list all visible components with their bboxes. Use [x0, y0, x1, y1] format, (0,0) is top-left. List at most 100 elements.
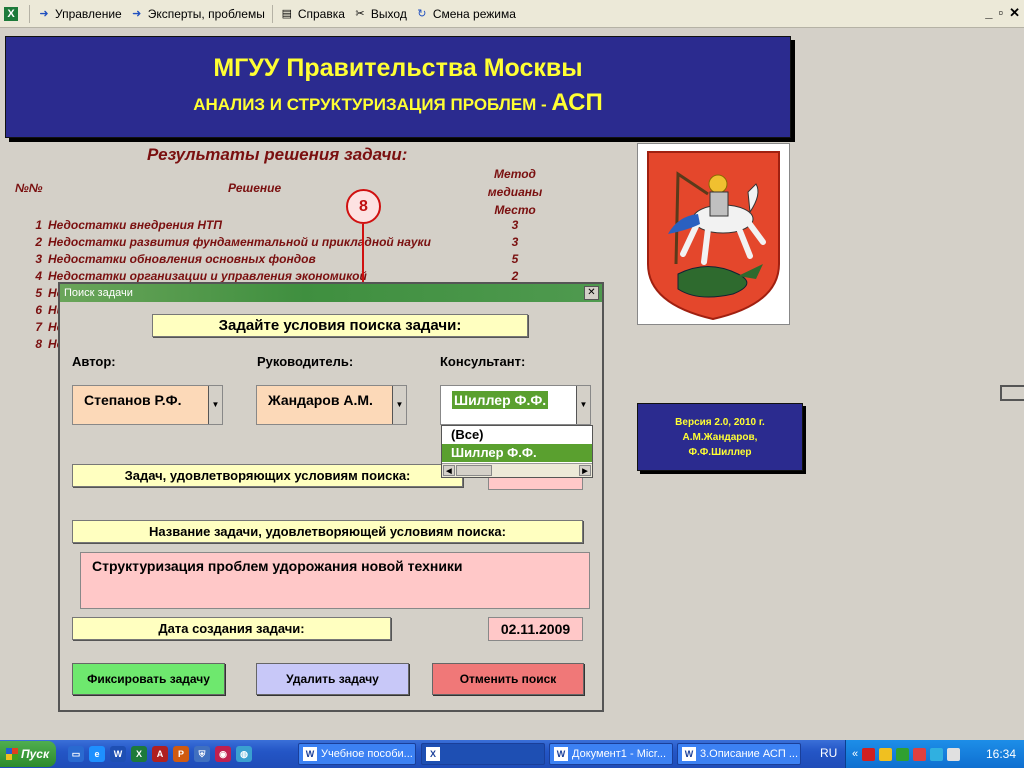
search-task-dialog: Поиск задачи ✕ Задайте условия поиска за…	[58, 282, 604, 712]
word-icon: W	[303, 747, 317, 761]
matching-count-label: Задач, удовлетворяющих условиям поиска:	[72, 464, 463, 487]
refresh-icon: ↻	[417, 7, 427, 20]
word-icon: W	[554, 747, 568, 761]
dropdown-horizontal-scrollbar[interactable]: ◀ ▶	[442, 463, 592, 477]
chevron-down-icon[interactable]: ▼	[576, 386, 590, 424]
sheet-shape	[1000, 385, 1024, 401]
manager-label: Руководитель:	[257, 354, 354, 369]
acrobat-icon[interactable]: A	[152, 746, 168, 762]
result-rank: 5	[511, 252, 519, 266]
consultant-dropdown-list: (Все) Шиллер Ф.Ф. ◀ ▶	[441, 425, 593, 478]
consultant-combobox[interactable]: Шиллер Ф.Ф. ▼	[440, 385, 591, 425]
column-header-solution: Решение	[228, 181, 282, 195]
creation-date-label: Дата создания задачи:	[72, 617, 391, 640]
globe-icon[interactable]: ◍	[236, 746, 252, 762]
result-rank: 3	[511, 218, 519, 232]
fix-task-button[interactable]: Фиксировать задачу	[72, 663, 225, 695]
excel-icon: X	[426, 747, 440, 761]
dialog-titlebar[interactable]: Поиск задачи ✕	[60, 284, 602, 302]
tray-app-icon[interactable]	[879, 747, 893, 761]
moscow-coat-of-arms	[637, 143, 790, 325]
network-icon[interactable]	[930, 747, 944, 761]
callout-line	[362, 224, 364, 286]
search-conditions-header: Задайте условия поиска задачи:	[152, 314, 528, 337]
manager-combobox[interactable]: Жандаров А.М. ▼	[256, 385, 407, 425]
coat-of-arms-icon	[647, 151, 780, 321]
system-tray: « 16:34	[845, 740, 1024, 768]
task-name-label: Название задачи, удовлетворяющей условия…	[72, 520, 583, 543]
start-button[interactable]: Пуск	[0, 741, 56, 767]
tray-app-icon[interactable]	[896, 747, 910, 761]
dropdown-option-shiller[interactable]: Шиллер Ф.Ф.	[442, 444, 592, 462]
language-indicator[interactable]: RU	[820, 746, 838, 760]
minimize-icon[interactable]: _	[985, 5, 993, 20]
chevron-down-icon[interactable]: ▼	[208, 386, 222, 424]
dropdown-option-all[interactable]: (Все)	[451, 427, 484, 442]
menu-item-help[interactable]: ▤Справка	[281, 6, 345, 21]
tray-app-icon[interactable]	[913, 747, 927, 761]
show-desktop-icon[interactable]: ▭	[68, 746, 84, 762]
arrow-left-icon: ➜	[132, 7, 142, 20]
task-name-field[interactable]: Структуризация проблем удорожания новой …	[80, 552, 590, 609]
document-icon: ▤	[281, 7, 293, 20]
dialog-title: Поиск задачи	[64, 287, 133, 299]
delete-task-button[interactable]: Удалить задачу	[256, 663, 409, 695]
close-icon[interactable]: ✕	[1009, 5, 1020, 20]
windows-flag-icon	[6, 748, 18, 760]
excel-icon[interactable]: X	[131, 746, 147, 762]
result-rank: 3	[511, 235, 519, 249]
window-controls: _ ▫ ✕	[985, 5, 1020, 21]
media-icon[interactable]: ◉	[215, 746, 231, 762]
menu-item-exit[interactable]: ✂Выход	[349, 3, 411, 25]
powerpoint-icon[interactable]: P	[173, 746, 189, 762]
internet-explorer-icon[interactable]: e	[89, 746, 105, 762]
banner-title: МГУУ Правительства Москвы	[213, 54, 583, 82]
author-combobox[interactable]: Степанов Р.Ф. ▼	[72, 385, 223, 425]
scroll-thumb[interactable]	[456, 465, 492, 476]
consultant-label: Консультант:	[440, 354, 526, 369]
chevron-down-icon[interactable]: ▼	[392, 386, 406, 424]
volume-icon[interactable]	[947, 747, 961, 761]
menu-separator	[271, 4, 273, 23]
tray-expand-icon[interactable]: «	[852, 748, 859, 760]
version-info-box: Версия 2.0, 2010 г. А.М.Жандаров, Ф.Ф.Ши…	[637, 403, 803, 471]
scissors-icon: ✂	[355, 7, 365, 20]
banner-subtitle: АНАЛИЗ И СТРУКТУРИЗАЦИЯ ПРОБЛЕМ - АСП	[193, 89, 603, 116]
callout-marker: 8	[346, 189, 381, 224]
menu-separator	[29, 4, 30, 23]
word-icon[interactable]: W	[110, 746, 126, 762]
antivirus-icon[interactable]	[862, 747, 876, 761]
cancel-search-button[interactable]: Отменить поиск	[432, 663, 584, 695]
column-header-method: Метод медианы Место	[487, 167, 543, 217]
menu-item-switch-mode[interactable]: ↻Смена режима	[411, 3, 520, 25]
title-banner: МГУУ Правительства Москвы АНАЛИЗ И СТРУК…	[5, 36, 791, 138]
restore-icon[interactable]: ▫	[998, 5, 1004, 20]
scroll-right-icon[interactable]: ▶	[579, 465, 591, 476]
word-icon: W	[682, 747, 696, 761]
menu-item-management[interactable]: ➜Управление	[33, 3, 126, 25]
quick-launch: ▭ e W X A P ⛨ ◉ ◍	[68, 746, 252, 762]
arrow-left-icon: ➜	[39, 7, 49, 20]
shield-icon[interactable]: ⛨	[194, 746, 210, 762]
creation-date-field[interactable]: 02.11.2009	[488, 617, 583, 641]
excel-app-icon[interactable]: X	[0, 3, 26, 25]
dialog-close-button[interactable]: ✕	[584, 286, 599, 300]
clock: 16:34	[985, 747, 1016, 761]
result-rank: 2	[511, 269, 519, 283]
menu-bar: X ➜Управление ➜Эксперты, проблемы ▤Справ…	[0, 0, 1024, 28]
scroll-left-icon[interactable]: ◀	[443, 465, 455, 476]
taskbar-item-excel[interactable]: X	[421, 743, 545, 765]
author-label: Автор:	[72, 354, 116, 369]
results-heading: Результаты решения задачи:	[147, 145, 408, 164]
menu-item-experts-problems[interactable]: ➜Эксперты, проблемы	[126, 3, 269, 25]
